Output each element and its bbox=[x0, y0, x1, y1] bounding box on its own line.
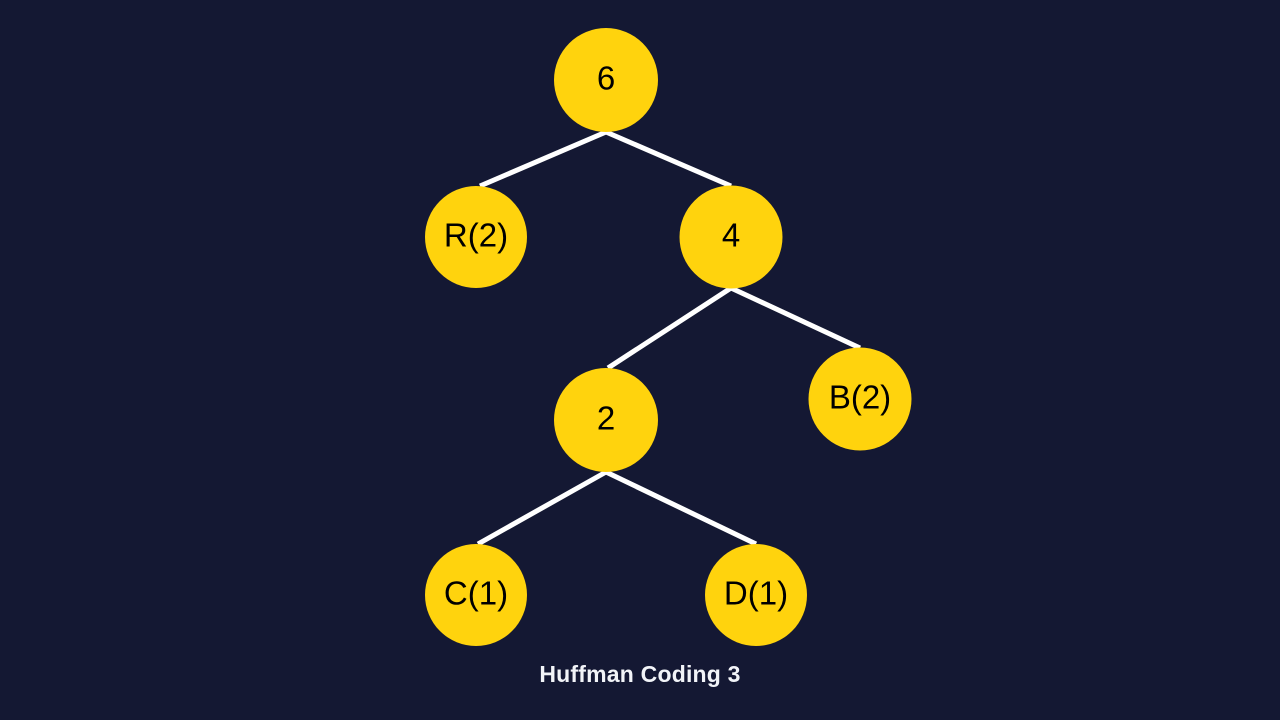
diagram-caption: Huffman Coding 3 bbox=[539, 661, 741, 687]
tree-edge-n2-c1 bbox=[476, 469, 608, 547]
node-circle-n4 bbox=[679, 185, 783, 289]
tree-node-b2[interactable]: B(2) bbox=[808, 347, 912, 451]
tree-node-n2[interactable]: 2 bbox=[554, 368, 658, 472]
tree-edge-n4-b2 bbox=[729, 285, 862, 351]
tree-edges bbox=[476, 129, 862, 547]
tree-edge-root-n4 bbox=[605, 129, 732, 189]
tree-node-r2[interactable]: R(2) bbox=[425, 186, 527, 288]
node-circle-b2 bbox=[808, 347, 912, 451]
node-circle-root bbox=[554, 28, 658, 132]
node-label-b2: B(2) bbox=[829, 379, 891, 416]
tree-edge-n2-d1 bbox=[604, 469, 758, 547]
node-label-n2: 2 bbox=[597, 400, 615, 437]
node-circle-n2 bbox=[554, 368, 658, 472]
node-label-n4: 4 bbox=[722, 217, 740, 254]
tree-node-d1[interactable]: D(1) bbox=[705, 544, 807, 646]
node-label-r2: R(2) bbox=[444, 217, 508, 254]
node-circle-d1 bbox=[705, 544, 807, 646]
tree-node-n4[interactable]: 4 bbox=[679, 185, 783, 289]
node-label-d1: D(1) bbox=[724, 575, 788, 612]
tree-edge-root-r2 bbox=[479, 129, 607, 189]
tree-edge-n4-n2 bbox=[606, 285, 733, 371]
node-label-c1: C(1) bbox=[444, 575, 508, 612]
tree-node-c1[interactable]: C(1) bbox=[425, 544, 527, 646]
tree-nodes: 6R(2) 4 2 B(2) C(1) D(1) bbox=[425, 28, 912, 646]
node-label-root: 6 bbox=[597, 60, 615, 97]
tree-node-root[interactable]: 6 bbox=[554, 28, 658, 132]
node-circle-r2 bbox=[425, 186, 527, 288]
node-circle-c1 bbox=[425, 544, 527, 646]
